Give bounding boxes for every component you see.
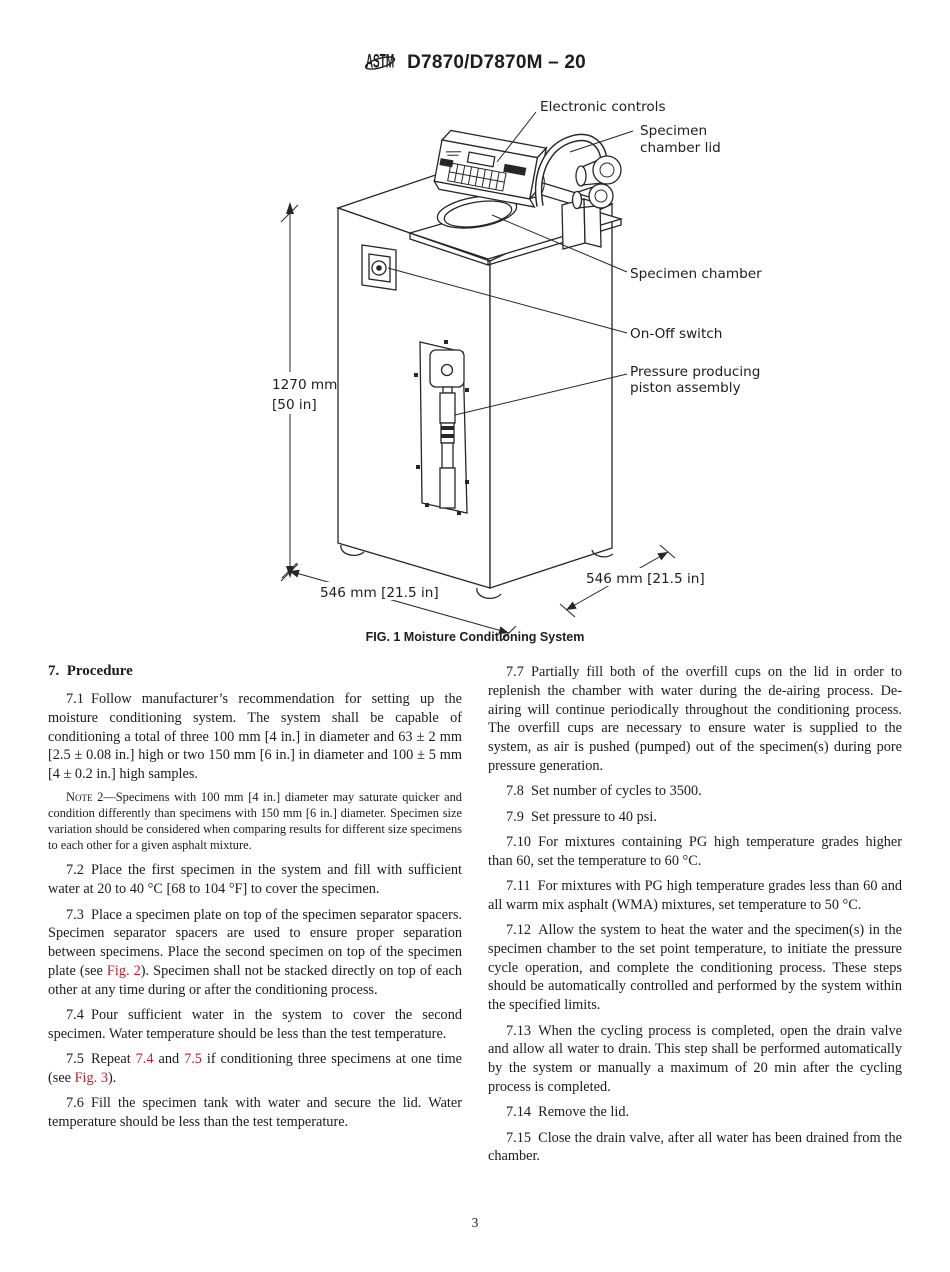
paragraph-7-12: 7.12 Allow the system to heat the water … [488, 922, 902, 1014]
ref-7-5-link[interactable]: 7.5 [184, 1051, 202, 1068]
procedure-columns: 7. Procedure 7.1 Follow manufacturer’s r… [48, 663, 902, 1173]
label-width-front: 546 mm [21.5 in] [320, 585, 439, 601]
paragraph-7-6: 7.6 Fill the specimen tank with water an… [48, 1095, 462, 1131]
paragraph-7-13: 7.13 When the cycling process is complet… [488, 1022, 902, 1095]
fig-3-link[interactable]: Fig. 3 [74, 1069, 108, 1086]
paragraph-7-2: 7.2 Place the first specimen in the syst… [48, 862, 462, 898]
label-electronic-controls: Electronic controls [540, 99, 666, 115]
paragraph-7-14: 7.14 Remove the lid. [506, 1104, 630, 1121]
side-width-dimension [559, 544, 705, 618]
note-2-label: Note 2 [66, 790, 104, 805]
paragraph-7-8: 7.8 Set number of cycles to 3500. [506, 783, 702, 800]
paragraph-7-1: 7.1 Follow manufacturer’s recommendation… [48, 691, 462, 783]
left-column: 7. Procedure 7.1 Follow manufacturer’s r… [48, 663, 462, 1173]
paragraph-7-11: 7.11 For mixtures with PG high temperatu… [488, 877, 902, 913]
ref-7-4-link[interactable]: 7.4 [135, 1051, 154, 1068]
page-number: 3 [471, 1215, 479, 1230]
moisture-conditioning-system-diagram: Electronic controls Specimen chamber lid… [268, 99, 762, 644]
figure-caption: FIG. 1 Moisture Conditioning System [366, 630, 585, 644]
label-chamber-lid-1: Specimen [640, 123, 707, 139]
label-piston-2: piston assembly [630, 380, 741, 396]
p73-text-2: ). Specimen shall not be stacked directl… [48, 962, 463, 998]
label-chamber-lid-2: chamber lid [640, 140, 721, 156]
label-height-2: [50 in] [272, 397, 317, 413]
paragraph-7-4: 7.4 Pour sufficient water in the system … [48, 1007, 462, 1042]
p75-text-3: if conditioning three specimens at one t… [48, 1051, 462, 1086]
label-specimen-chamber: Specimen chamber [630, 266, 762, 282]
paragraph-7-5: 7.5 Repeat 7.4 and 7.5 if conditioning t… [48, 1050, 462, 1088]
paragraph-7-15: 7.15 Close the drain valve, after all wa… [488, 1129, 902, 1165]
figure-1: Electronic controls Specimen chamber lid… [0, 92, 950, 652]
label-height-1: 1270 mm [272, 377, 337, 393]
fig-2-link[interactable]: Fig. 2 [106, 962, 141, 979]
label-width-side: 546 mm [21.5 in] [586, 571, 705, 587]
p73-text-1: 7.3 Place a specimen plate on top of the… [48, 906, 462, 979]
front-width-dimension [281, 562, 517, 642]
note-2-text: —Specimens with 100 mm [4 in.] diameter … [48, 790, 462, 852]
paragraph-7-3: 7.3 Place a specimen plate on top of the… [48, 906, 462, 1000]
paragraph-7-10: 7.10 For mixtures containing PG high tem… [488, 833, 902, 869]
section-heading: 7. Procedure [48, 663, 133, 679]
label-on-off-switch: On-Off switch [630, 326, 722, 342]
piston-assembly [414, 340, 469, 515]
p75-text-4: ). [107, 1069, 117, 1086]
on-off-switch [361, 244, 397, 291]
astm-logo-icon: ASTM [364, 51, 396, 73]
height-dimension [268, 202, 334, 582]
document-header: ASTM D7870/D7870M – 20 [0, 44, 950, 82]
p75-text-2: and [153, 1051, 185, 1068]
leader-lines [387, 111, 634, 416]
paragraph-7-7: 7.7 Partially fill both of the overfill … [488, 664, 902, 774]
specimen-chamber-lid [534, 133, 622, 250]
paragraph-7-9: 7.9 Set pressure to 40 psi. [506, 808, 657, 825]
p75-text-1: 7.5 Repeat [66, 1051, 136, 1068]
note-2: Note 2—Specimens with 100 mm [4 in.] dia… [48, 790, 462, 853]
document-title: D7870/D7870M – 20 [407, 52, 586, 73]
right-column: 7.7 Partially fill both of the overfill … [488, 663, 902, 1173]
label-piston-1: Pressure producing [630, 364, 760, 380]
